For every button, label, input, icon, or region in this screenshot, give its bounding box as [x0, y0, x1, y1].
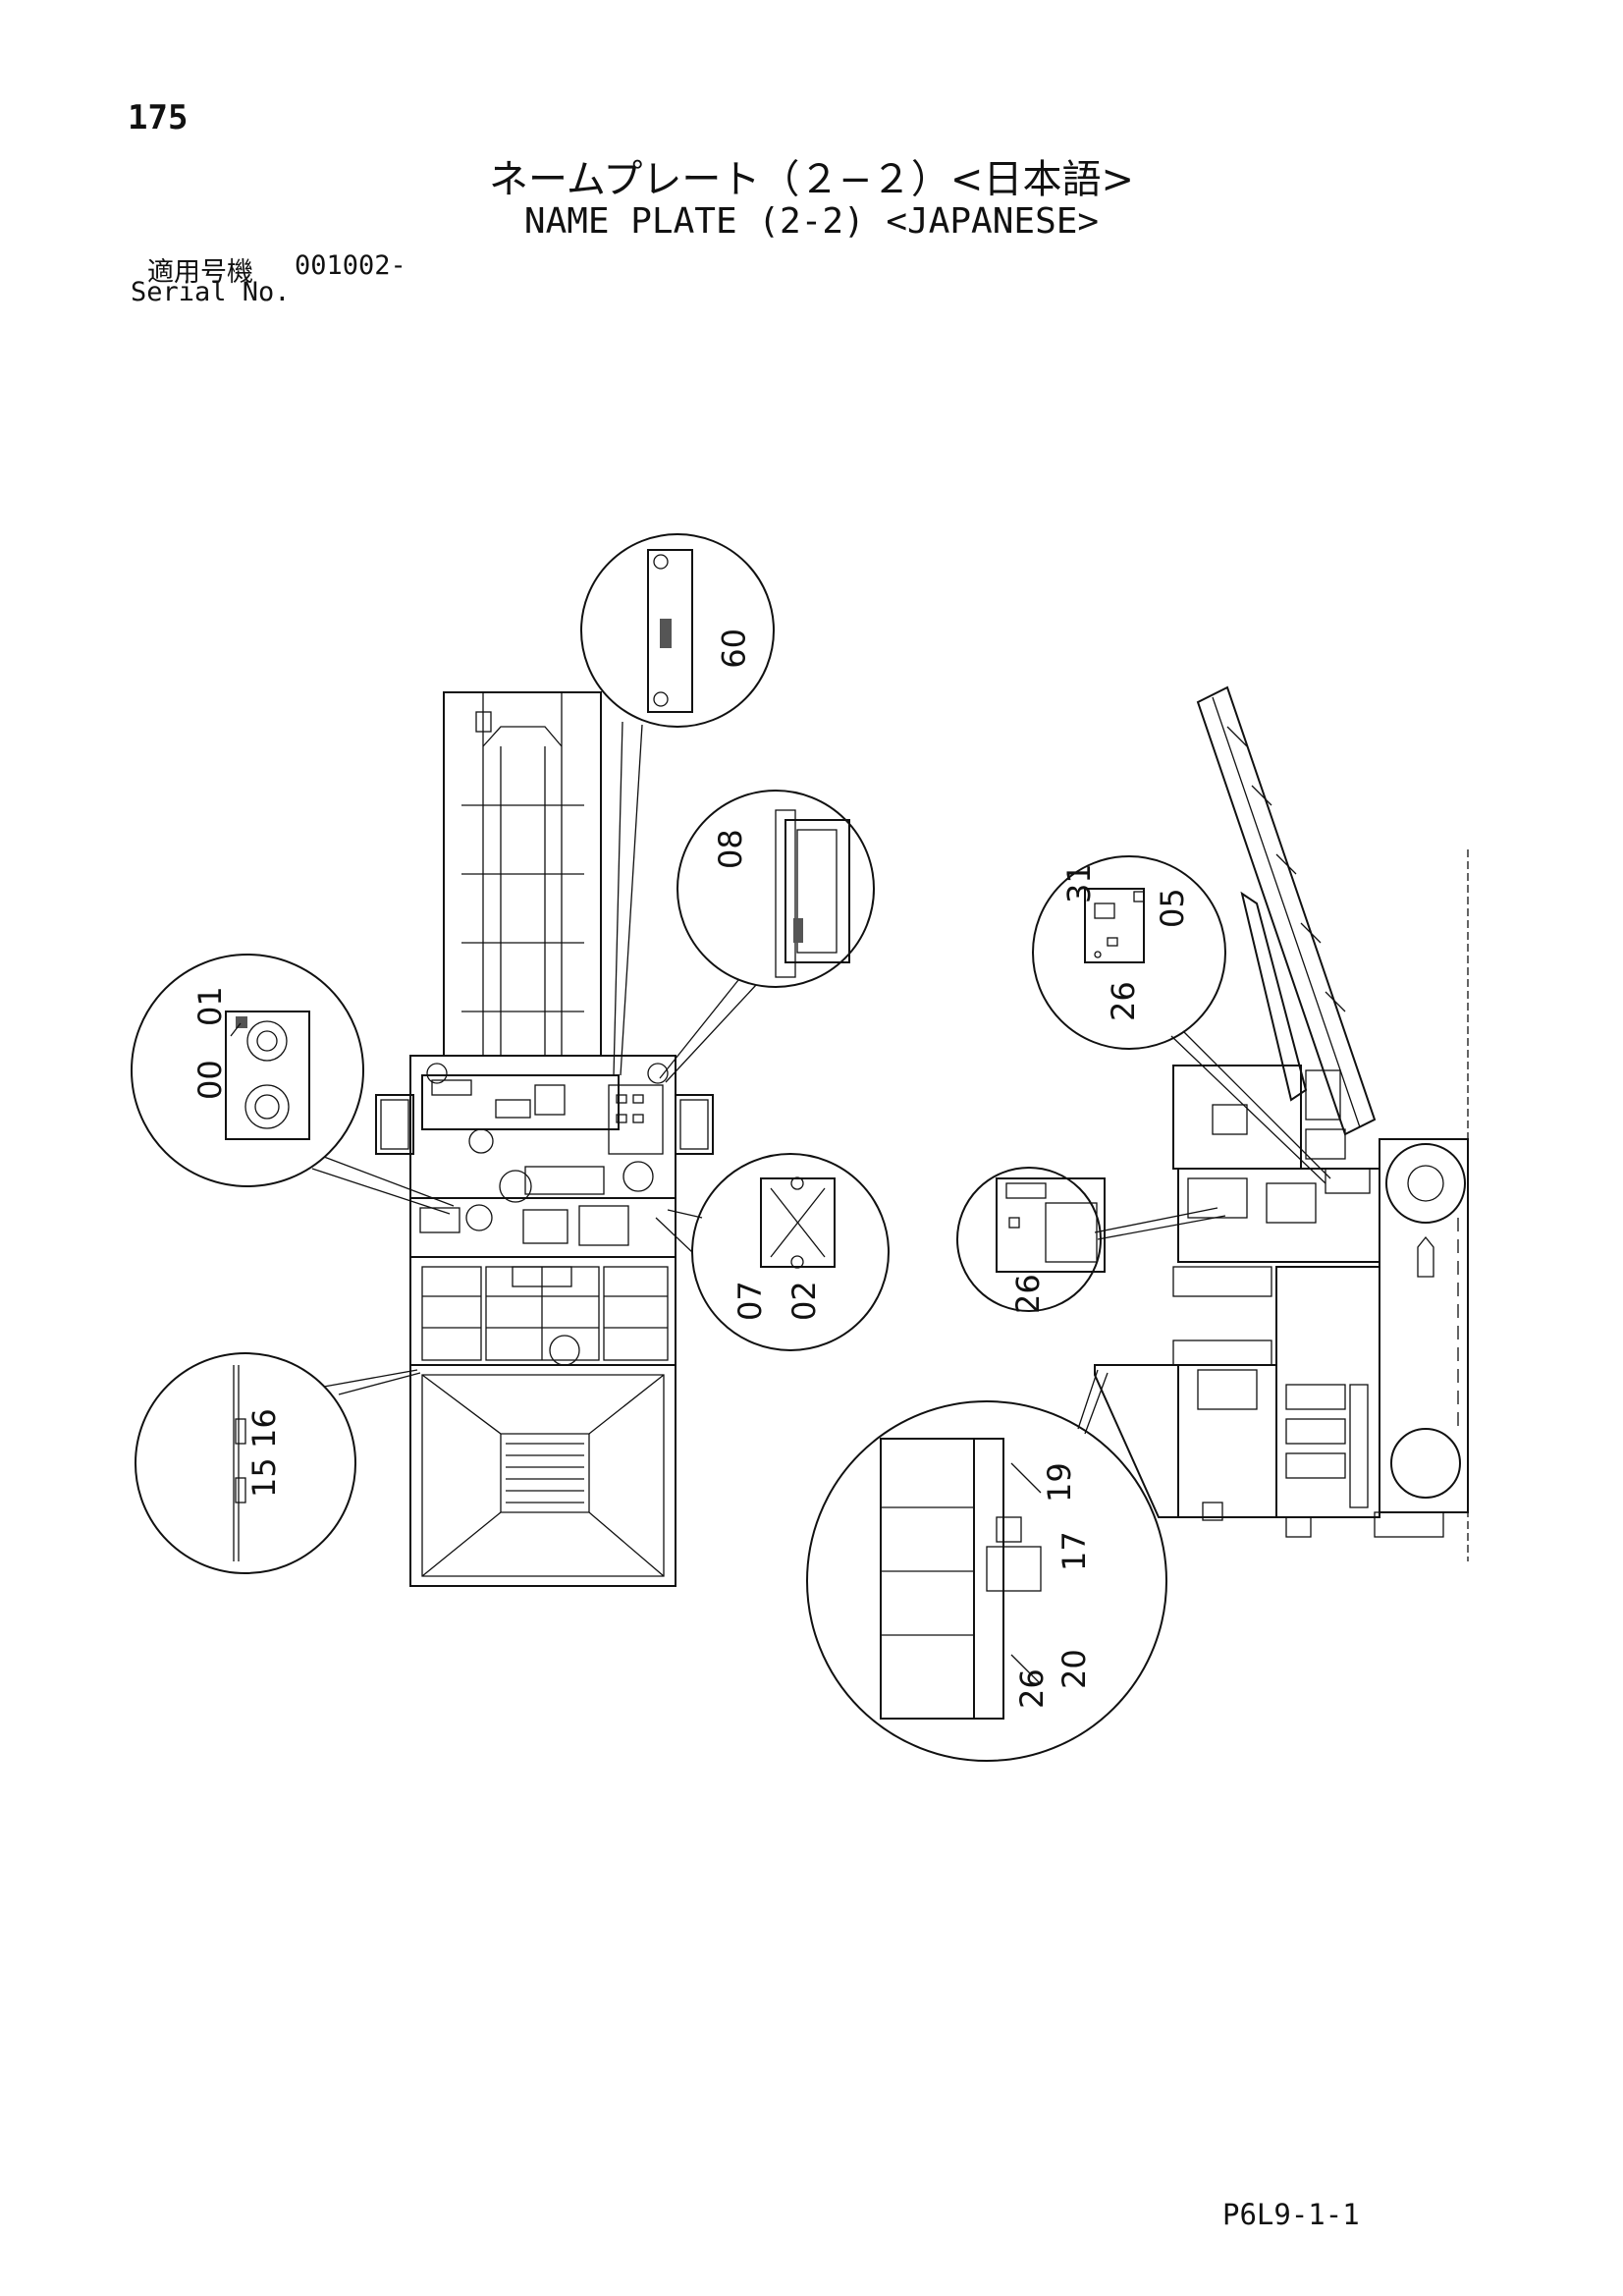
callout-26a: 26: [1105, 981, 1142, 1021]
detail-circle-07-02: 07 02: [655, 1153, 890, 1351]
detail-circle-00-01: 01 00: [131, 954, 455, 1215]
callout-16: 16: [245, 1408, 283, 1449]
callout-26c: 26: [1013, 1668, 1051, 1709]
page-number: 175: [128, 98, 189, 137]
callout-09: 09: [714, 629, 751, 669]
detail-circle-26: 26: [956, 1167, 1226, 1314]
callout-17: 17: [1055, 1531, 1093, 1571]
machine-side-view: [1094, 685, 1469, 1561]
drawing-code: P6L9-1-1: [1222, 2198, 1360, 2231]
callout-02: 02: [785, 1281, 823, 1321]
detail-circle-15-16: 16 15: [135, 1352, 421, 1574]
detail-circle-09: 09: [580, 533, 775, 1076]
callout-08: 08: [712, 829, 749, 869]
serial-value: 001002-: [295, 250, 406, 281]
serial-label-english: Serial No.: [131, 277, 291, 307]
callout-19: 19: [1041, 1462, 1078, 1503]
detail-circle-31-05-26: 31 05 26: [1032, 855, 1331, 1184]
detail-circle-08: 08: [659, 790, 875, 1083]
detail-circle-19-17-20-26: 19 17 20 26: [806, 1369, 1167, 1762]
callout-26b: 26: [1009, 1274, 1047, 1314]
callout-01: 01: [191, 986, 229, 1026]
serial-label-japanese: 適用号機: [147, 257, 253, 288]
machine-top-view: [375, 691, 714, 1587]
callout-07: 07: [731, 1281, 769, 1321]
callout-00: 00: [191, 1060, 229, 1100]
page-title-japanese: ネームプレート（２−２）<日本語>: [489, 157, 1134, 202]
page-title-english: NAME PLATE (2-2) <JAPANESE>: [523, 201, 1100, 242]
callout-15: 15: [245, 1457, 283, 1498]
callout-20: 20: [1055, 1649, 1093, 1689]
callout-31: 31: [1060, 863, 1098, 903]
callout-05: 05: [1154, 888, 1191, 928]
